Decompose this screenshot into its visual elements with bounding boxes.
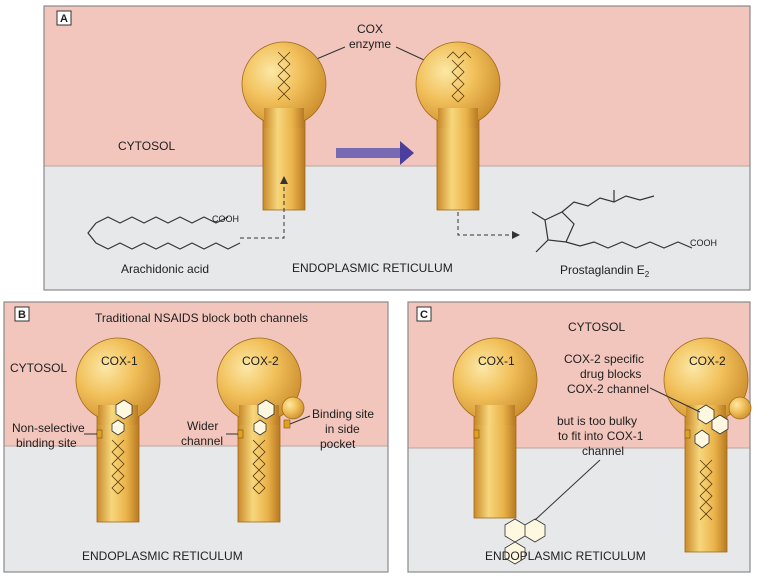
panel-b-cox1-enzyme (75, 337, 161, 523)
panel-c-er-label: ENDOPLASMIC RETICULUM (485, 549, 646, 563)
substrate-in-channel-right (446, 51, 472, 103)
panel-b-tag-box (14, 306, 30, 322)
specific-drug-label-line2: drug blocks (580, 367, 641, 381)
panel-a-cytosol-label: CYTOSOL (118, 139, 175, 153)
substrate-entry-arrow (240, 176, 288, 239)
panel-b: B Traditional NSAIDS block both channels… (3, 301, 389, 573)
panel-a-border (43, 5, 751, 291)
cox-enzyme-label-line1: COX (357, 22, 383, 36)
panel-b-er (4, 446, 388, 572)
panel-c-cox2-drug (694, 404, 729, 449)
side-pocket-leader (289, 415, 311, 425)
panel-b-cytosol-label: CYTOSOL (10, 361, 67, 375)
panel-b-cox1-nsaid (111, 399, 133, 436)
bulky-label-line3: channel (582, 444, 624, 458)
panel-c-tag-box (416, 306, 432, 322)
panel-b-title: Traditional NSAIDS block both channels (95, 311, 308, 325)
bulky-label-line1: but is too bulky (557, 414, 637, 428)
side-pocket-label-line2: in side (325, 422, 360, 436)
panel-c-cytosol-label: CYTOSOL (568, 320, 625, 334)
prostaglandin-e2-structure: COOH (531, 190, 717, 253)
panel-b-cox2-nsaid (253, 399, 275, 436)
arachidonic-acid-structure: COOH (87, 214, 241, 250)
wider-channel-label-line2: channel (181, 434, 223, 448)
side-pocket-label-line3: pocket (320, 437, 356, 451)
panel-b-cox2-side-pocket (281, 396, 305, 420)
cox-enzyme-label-line2: enzyme (349, 37, 391, 51)
panel-b-border (3, 301, 389, 573)
panel-a-cytosol (44, 6, 750, 166)
panel-c-cox2-substrate (699, 459, 713, 521)
panel-b-cox2-enzyme (216, 337, 305, 523)
panel-a-er-label: ENDOPLASMIC RETICULUM (292, 261, 453, 275)
panel-c-cox2-enzyme (663, 337, 752, 553)
prostaglandin-label-sub: 2 (645, 270, 650, 279)
panel-c-cox2-label: COX-2 (689, 354, 726, 368)
substrate-in-channel-left (277, 51, 291, 101)
nonselective-label-line2: binding site (16, 436, 77, 450)
panel-b-cox2-label: COX-2 (242, 354, 279, 368)
panel-c-cox1-label: COX-1 (478, 354, 515, 368)
panel-c: C CYTOSOL COX-1 COX-2 COX-2 specific dru… (407, 301, 752, 573)
panel-b-cox1-binding-site (96, 429, 103, 439)
specific-drug-label-line1: COX-2 specific (564, 352, 644, 366)
bulky-label-line2: to fit into COX-1 (558, 429, 644, 443)
panel-b-er-label: ENDOPLASMIC RETICULUM (82, 549, 243, 563)
panel-c-border (407, 301, 751, 573)
arachidonic-acid-label: Arachidonic acid (121, 262, 209, 276)
nonselective-label-line1: Non-selective (12, 421, 85, 435)
prostaglandin-label: Prostaglandin E2 (560, 263, 650, 279)
arachidonic-cooh: COOH (212, 214, 239, 224)
panel-a-tag-box (56, 10, 72, 26)
panel-b-cox2-binding-site (237, 429, 244, 439)
panel-b-cox1-substrate (111, 439, 125, 495)
panel-b-cox2-substrate (252, 439, 266, 495)
panel-b-cox2-side-site (283, 419, 291, 429)
wider-channel-label-line1: Wider (187, 419, 218, 433)
bulky-drug-outside (504, 518, 546, 565)
reaction-arrow (336, 141, 414, 165)
bulky-leader (534, 459, 601, 521)
panel-b-cox1-label: COX-1 (101, 354, 138, 368)
panel-c-tag: C (420, 309, 428, 321)
cox-enzyme-left (241, 41, 327, 211)
product-exit-arrow (457, 212, 520, 239)
panel-c-cox1-binding-site (473, 429, 480, 439)
panel-b-cytosol (4, 302, 388, 446)
panel-c-cox1-enzyme (452, 337, 538, 519)
specific-drug-leader (649, 387, 701, 413)
panel-a: A COX enzyme CYTOSOL COOH (43, 5, 751, 291)
prostaglandin-label-main: Prostaglandin E (560, 263, 645, 277)
panel-b-tag: B (18, 309, 26, 321)
side-pocket-label-line1: Binding site (312, 407, 374, 421)
specific-drug-label-line3: COX-2 channel (567, 382, 649, 396)
panel-c-cox2-binding-site (684, 429, 691, 439)
panel-a-tag: A (60, 13, 68, 25)
panel-c-cox2-side-pocket (728, 396, 752, 420)
prostaglandin-cooh: COOH (690, 238, 717, 248)
panel-a-er (44, 166, 750, 290)
cox-enzyme-right (415, 41, 501, 211)
